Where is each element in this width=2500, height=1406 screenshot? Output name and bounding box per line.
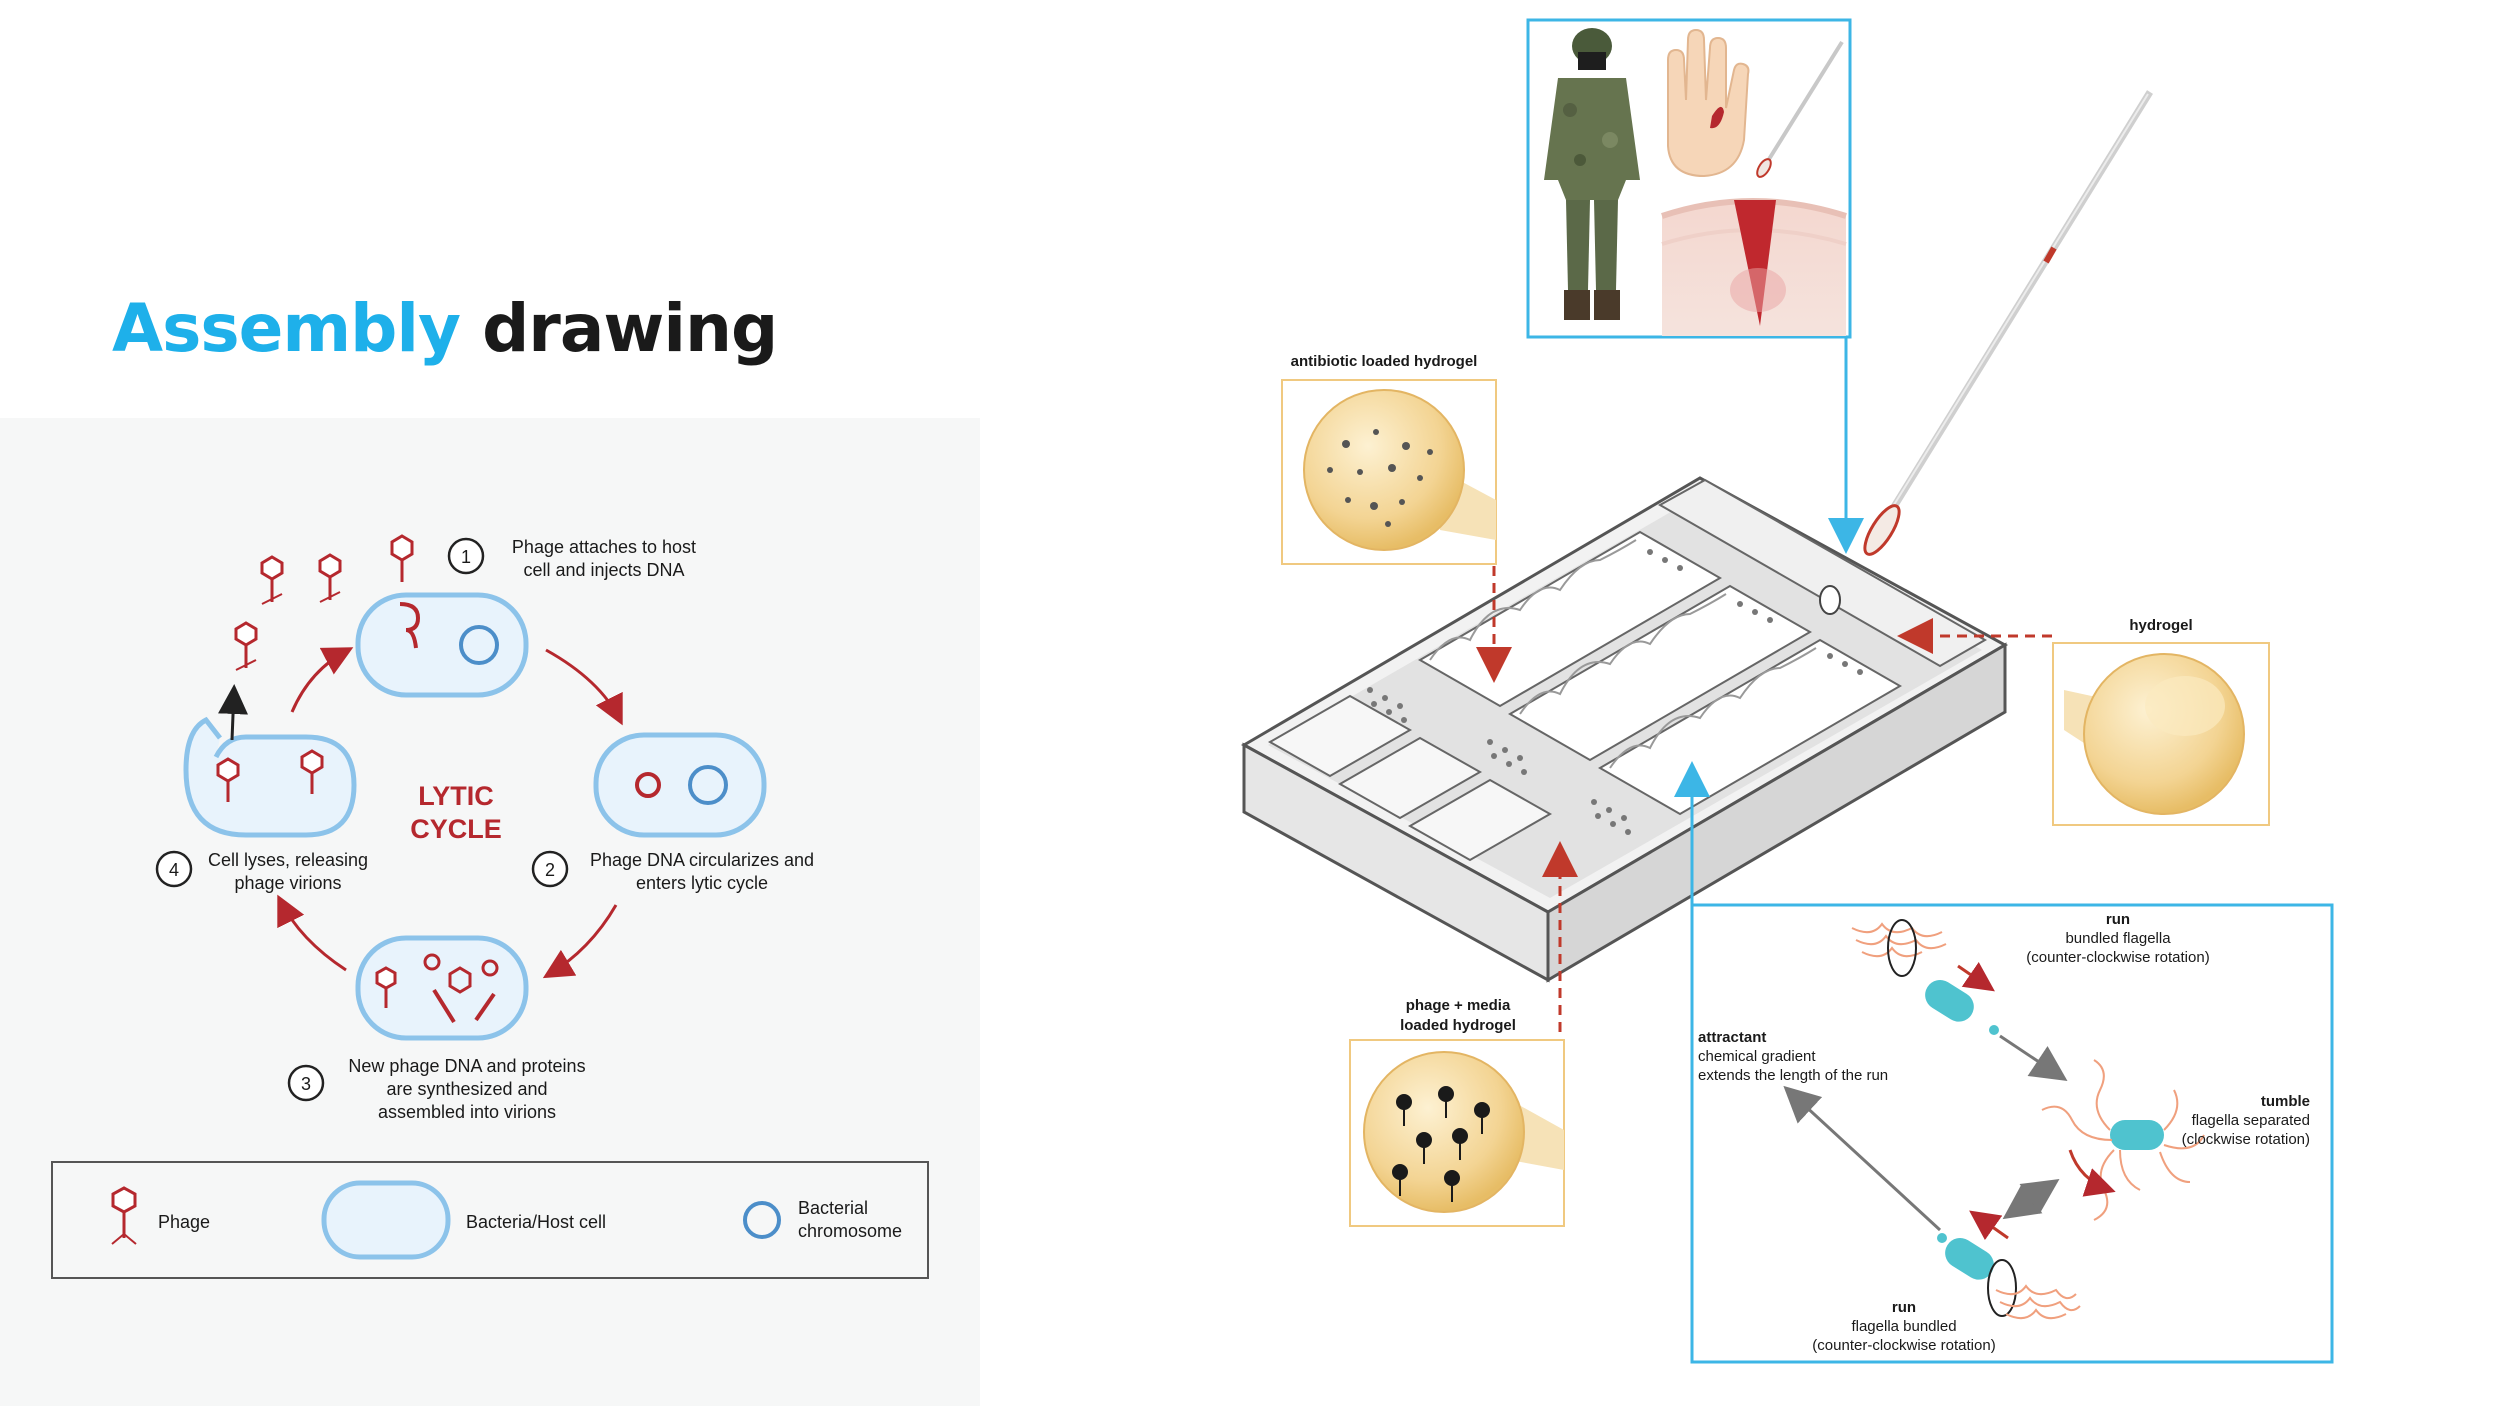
legend-phage-icon xyxy=(111,1186,137,1245)
step3-number: 3 xyxy=(301,1074,311,1094)
attractant-line2: extends the length of the run xyxy=(1698,1067,1888,1084)
attractant-title: attractant xyxy=(1698,1029,1766,1046)
phage-media-label-2: loaded hydrogel xyxy=(1400,1017,1516,1034)
wound-cross-section xyxy=(1661,198,1847,336)
step3-line3: assembled into virions xyxy=(378,1102,556,1122)
step4-line2: phage virions xyxy=(234,873,341,893)
hydrogel-label: hydrogel xyxy=(2129,617,2192,634)
soldier-illustration xyxy=(1544,28,1640,320)
wound-illustration-panel xyxy=(1526,18,1852,339)
title-rest: drawing xyxy=(482,290,778,367)
legend-chromosome-icon xyxy=(743,1201,781,1239)
chemotaxis-panel: run bundled flagella (counter-clockwise … xyxy=(1690,903,2334,1364)
phage-icon xyxy=(390,534,414,582)
step2-line2: enters lytic cycle xyxy=(636,873,768,893)
run-bottom-line2: (counter-clockwise rotation) xyxy=(1812,1337,1995,1354)
swab-port-icon xyxy=(1819,585,1841,615)
run-bottom-title: run xyxy=(1892,1299,1916,1316)
step4-line1: Cell lyses, releasing xyxy=(208,850,368,870)
step1-line1: Phage attaches to host xyxy=(512,537,696,557)
lytic-legend: Phage Bacteria/Host cell Bacterial chrom… xyxy=(51,1161,929,1279)
phage-media-label-1: phage + media xyxy=(1406,997,1511,1014)
legend-phage-label: Phage xyxy=(158,1212,210,1232)
antibiotic-hydrogel-callout: antibiotic loaded hydrogel xyxy=(1281,353,1497,565)
step4-number: 4 xyxy=(169,860,179,880)
host-cell-step2 xyxy=(593,732,767,838)
swab-illustration xyxy=(1863,90,2153,556)
hydrogel-callout: hydrogel xyxy=(2052,617,2270,826)
lytic-label-1: LYTIC xyxy=(418,781,494,811)
bacterium-tumble xyxy=(2041,1059,2205,1221)
tumble-line2: (clockwise rotation) xyxy=(2182,1131,2310,1148)
run-top-line2: (counter-clockwise rotation) xyxy=(2026,949,2209,966)
host-cell-step3 xyxy=(355,935,529,1041)
antibiotic-label: antibiotic loaded hydrogel xyxy=(1291,353,1478,370)
legend-host-label: Bacteria/Host cell xyxy=(466,1212,606,1232)
attractant-line1: chemical gradient xyxy=(1698,1048,1816,1065)
tumble-title: tumble xyxy=(2261,1093,2310,1110)
legend-host-icon xyxy=(321,1180,451,1260)
run-top-line1: bundled flagella xyxy=(2065,930,2171,947)
run-top-title: run xyxy=(2106,911,2130,928)
wounded-hand-illustration xyxy=(1667,28,1750,178)
step1-line2: cell and injects DNA xyxy=(523,560,684,580)
lytic-cycle-diagram: LYTIC CYCLE 1 Phage attaches to host cel… xyxy=(155,534,814,1122)
step1-number: 1 xyxy=(461,547,471,567)
step3-line1: New phage DNA and proteins xyxy=(348,1056,585,1076)
bacterium-run-top xyxy=(1851,919,1999,1035)
bacterium-run-bottom xyxy=(1937,1210,2081,1320)
lytic-label-2: CYCLE xyxy=(410,814,502,844)
title-accent: Assembly xyxy=(112,290,461,367)
legend-chromosome-line1: Bacterial xyxy=(798,1198,868,1218)
run-bottom-line1: flagella bundled xyxy=(1851,1318,1956,1335)
tumble-line1: flagella separated xyxy=(2192,1112,2310,1129)
slide-title: Assembly drawing xyxy=(112,290,778,367)
legend-chromosome-line2: chromosome xyxy=(798,1221,902,1241)
released-phages xyxy=(234,553,342,671)
step2-number: 2 xyxy=(545,860,555,880)
step3-line2: are synthesized and xyxy=(386,1079,547,1099)
step2-line1: Phage DNA circularizes and xyxy=(590,850,814,870)
host-cell-step4 xyxy=(183,684,357,838)
host-cell-step1 xyxy=(355,534,529,698)
phage-media-hydrogel-callout: phage + media loaded hydrogel xyxy=(1349,997,1565,1227)
